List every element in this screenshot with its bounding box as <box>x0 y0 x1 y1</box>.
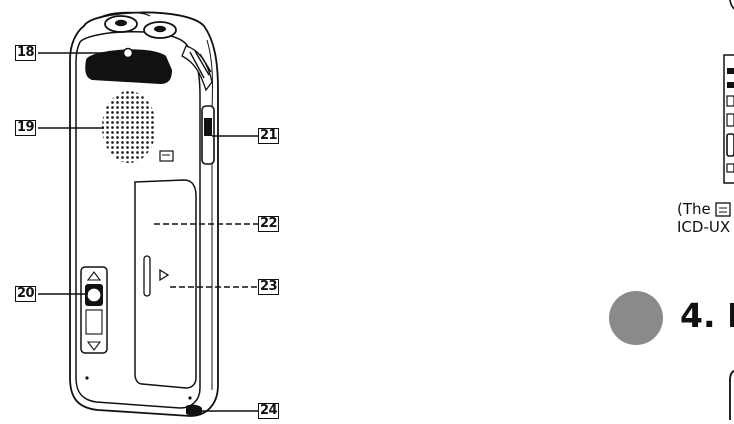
slide-arrow-23 <box>159 268 170 282</box>
cover-slot <box>143 255 151 297</box>
strap-hole-panel <box>85 49 172 84</box>
callout-22: 22 <box>258 216 280 232</box>
bottom-box-fragment <box>729 369 734 420</box>
display-panel-fragment <box>723 54 734 184</box>
speaker-grille-19 <box>102 91 156 163</box>
battery-cover-22 <box>134 179 197 389</box>
memory-icon <box>159 150 174 162</box>
step-circle <box>609 291 663 345</box>
top-circle-fragment <box>729 0 734 10</box>
bottom-port-24 <box>186 404 202 416</box>
callout-21: 21 <box>258 128 280 144</box>
strap-hole-18 <box>122 47 134 59</box>
callout-18: 18 <box>15 45 37 61</box>
callout-24: 24 <box>258 403 280 419</box>
section-heading: 4. I <box>680 298 734 334</box>
caption-line-1: (The <box>677 201 711 218</box>
callout-19: 19 <box>15 120 37 136</box>
caption-icon <box>715 202 731 217</box>
callout-23: 23 <box>258 279 280 295</box>
callout-20: 20 <box>15 286 37 302</box>
caption-line-2: ICD-UX <box>677 219 731 236</box>
side-mic-guard <box>181 45 213 92</box>
